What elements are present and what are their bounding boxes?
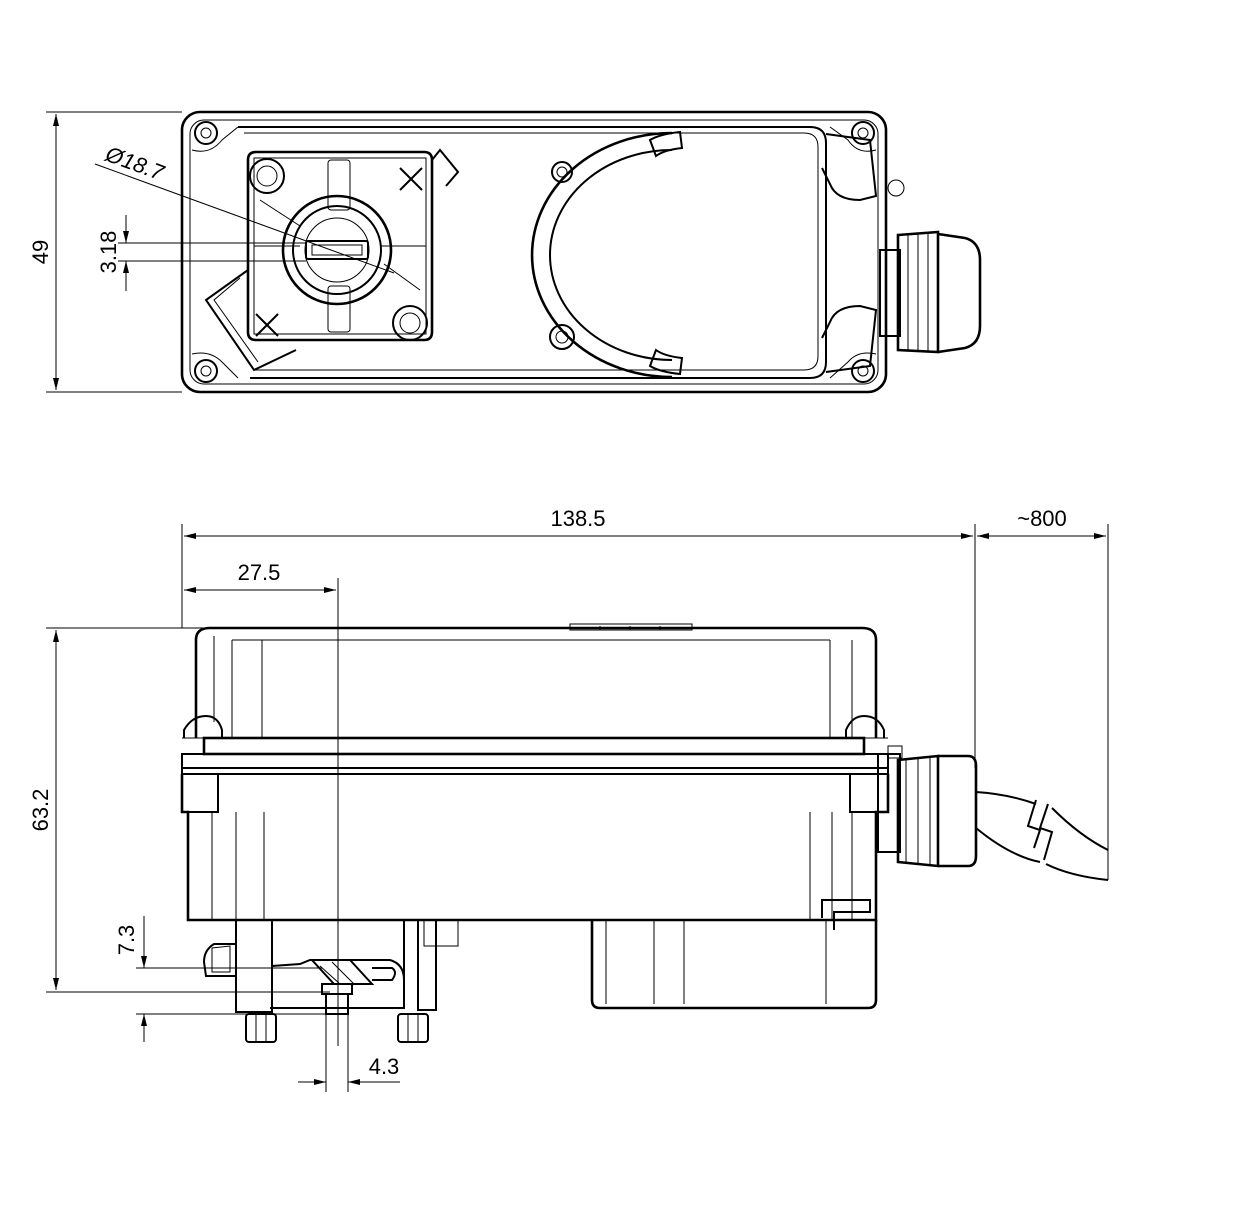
side-view: 138.5 ~800 27.5 63.2 7.3 (28, 506, 1109, 1092)
corner-screw-tl (194, 121, 218, 145)
dimension-shaft-width: 4.3 (298, 1012, 400, 1092)
dimension-label-49: 49 (28, 240, 53, 264)
dimension-label-800: ~800 (1017, 506, 1067, 531)
dimension-label-7-3: 7.3 (114, 925, 139, 956)
cable-gland-side (877, 745, 978, 868)
dimension-overall-length: 138.5 (181, 506, 976, 768)
top-view: 49 Ø18.7 3.18 (28, 110, 982, 394)
dimension-cable-length: ~800 (977, 506, 1109, 880)
dimension-label-63-2: 63.2 (28, 789, 53, 832)
dimension-height-top: 49 (28, 111, 182, 393)
corner-screw-tr (851, 121, 875, 145)
cable-gland-top (879, 230, 982, 354)
dimension-label-4-3: 4.3 (369, 1054, 400, 1079)
corner-screw-bl (194, 359, 218, 383)
dimension-shaft-offset: 27.5 (184, 560, 339, 1046)
dimension-slot-width: 3.18 (96, 215, 306, 291)
cable (975, 791, 1109, 881)
dimension-overall-height: 63.2 (28, 627, 570, 993)
dimension-label-27-5: 27.5 (238, 560, 281, 585)
dimension-clip-height: 7.3 (114, 916, 326, 1042)
dimension-label-138-5: 138.5 (550, 506, 605, 531)
dimension-label-3-18: 3.18 (96, 231, 121, 274)
